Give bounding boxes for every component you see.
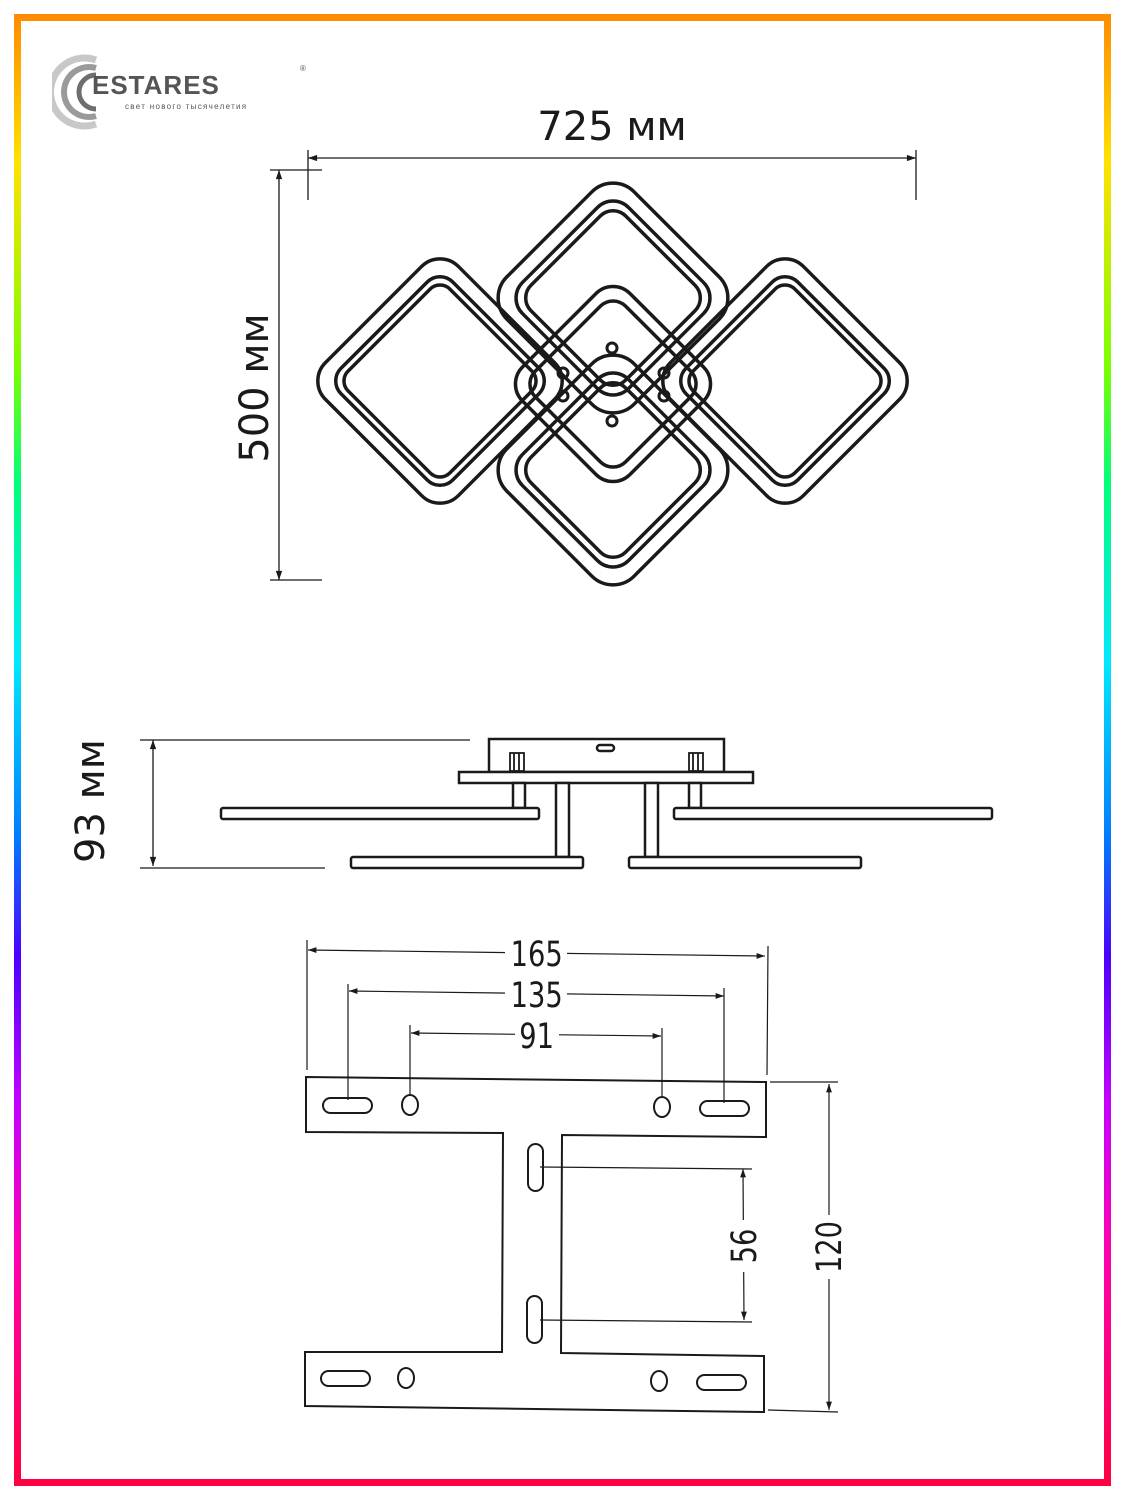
bracket-label-group: 165 135 91 (511, 935, 563, 1057)
bracket-hole (397, 1367, 415, 1389)
top-diamond-ring (496, 181, 730, 415)
label-masks (505, 935, 847, 1279)
lower-left-arm (349, 855, 585, 870)
lower-left-stem (554, 781, 571, 859)
bracket-width-135-label: 135 (511, 976, 563, 1016)
bracket-slot-56-label: 56 (725, 1229, 765, 1264)
top-height-dimension (270, 169, 322, 581)
bottom-diamond-ring (496, 353, 730, 587)
bracket-width-165-label: 165 (511, 935, 563, 975)
bracket-slot (699, 1100, 750, 1117)
top-height-label: 500 мм (232, 313, 278, 462)
registered-mark: ® (300, 64, 306, 73)
bracket-vertical-slot (526, 1295, 543, 1344)
bracket-height-120-label: 120 (810, 1221, 850, 1273)
bracket-slot (320, 1370, 371, 1387)
side-height-dimension (140, 739, 470, 869)
side-view (219, 737, 994, 870)
mount-screws (556, 341, 671, 428)
upper-left-arm (219, 806, 541, 821)
top-width-label: 725 мм (537, 104, 686, 150)
mount-plate (457, 770, 755, 785)
bracket-slot (322, 1097, 373, 1114)
canopy-screw (595, 743, 616, 753)
upper-right-stem (687, 781, 703, 810)
bracket-hole (650, 1370, 668, 1392)
left-diamond-ring (316, 257, 564, 505)
lower-right-stem (643, 781, 660, 859)
top-width-dimension (307, 150, 917, 200)
brand-name: ESTARES (92, 70, 220, 100)
upper-left-stem (511, 781, 527, 810)
top-view (316, 181, 909, 587)
bracket-dimensions (306, 940, 839, 1413)
bracket-outline (304, 1075, 767, 1414)
right-diamond-ring (661, 257, 909, 505)
lower-right-arm (627, 855, 863, 870)
logo-swirl-icon (52, 54, 98, 130)
brand-logo: ESTARES ® свет нового тысячелетия (52, 52, 322, 132)
bracket-width-91-label: 91 (519, 1017, 554, 1057)
bracket-hole (401, 1094, 419, 1116)
mounting-bracket (304, 1075, 767, 1414)
side-height-label: 93 мм (68, 739, 114, 863)
upper-right-arm (672, 806, 994, 821)
bracket-slot (696, 1374, 747, 1391)
bracket-hole (653, 1096, 671, 1118)
brand-tagline: свет нового тысячелетия (125, 102, 248, 111)
canopy-terminals (509, 752, 704, 772)
center-diamond-ring (513, 284, 713, 484)
